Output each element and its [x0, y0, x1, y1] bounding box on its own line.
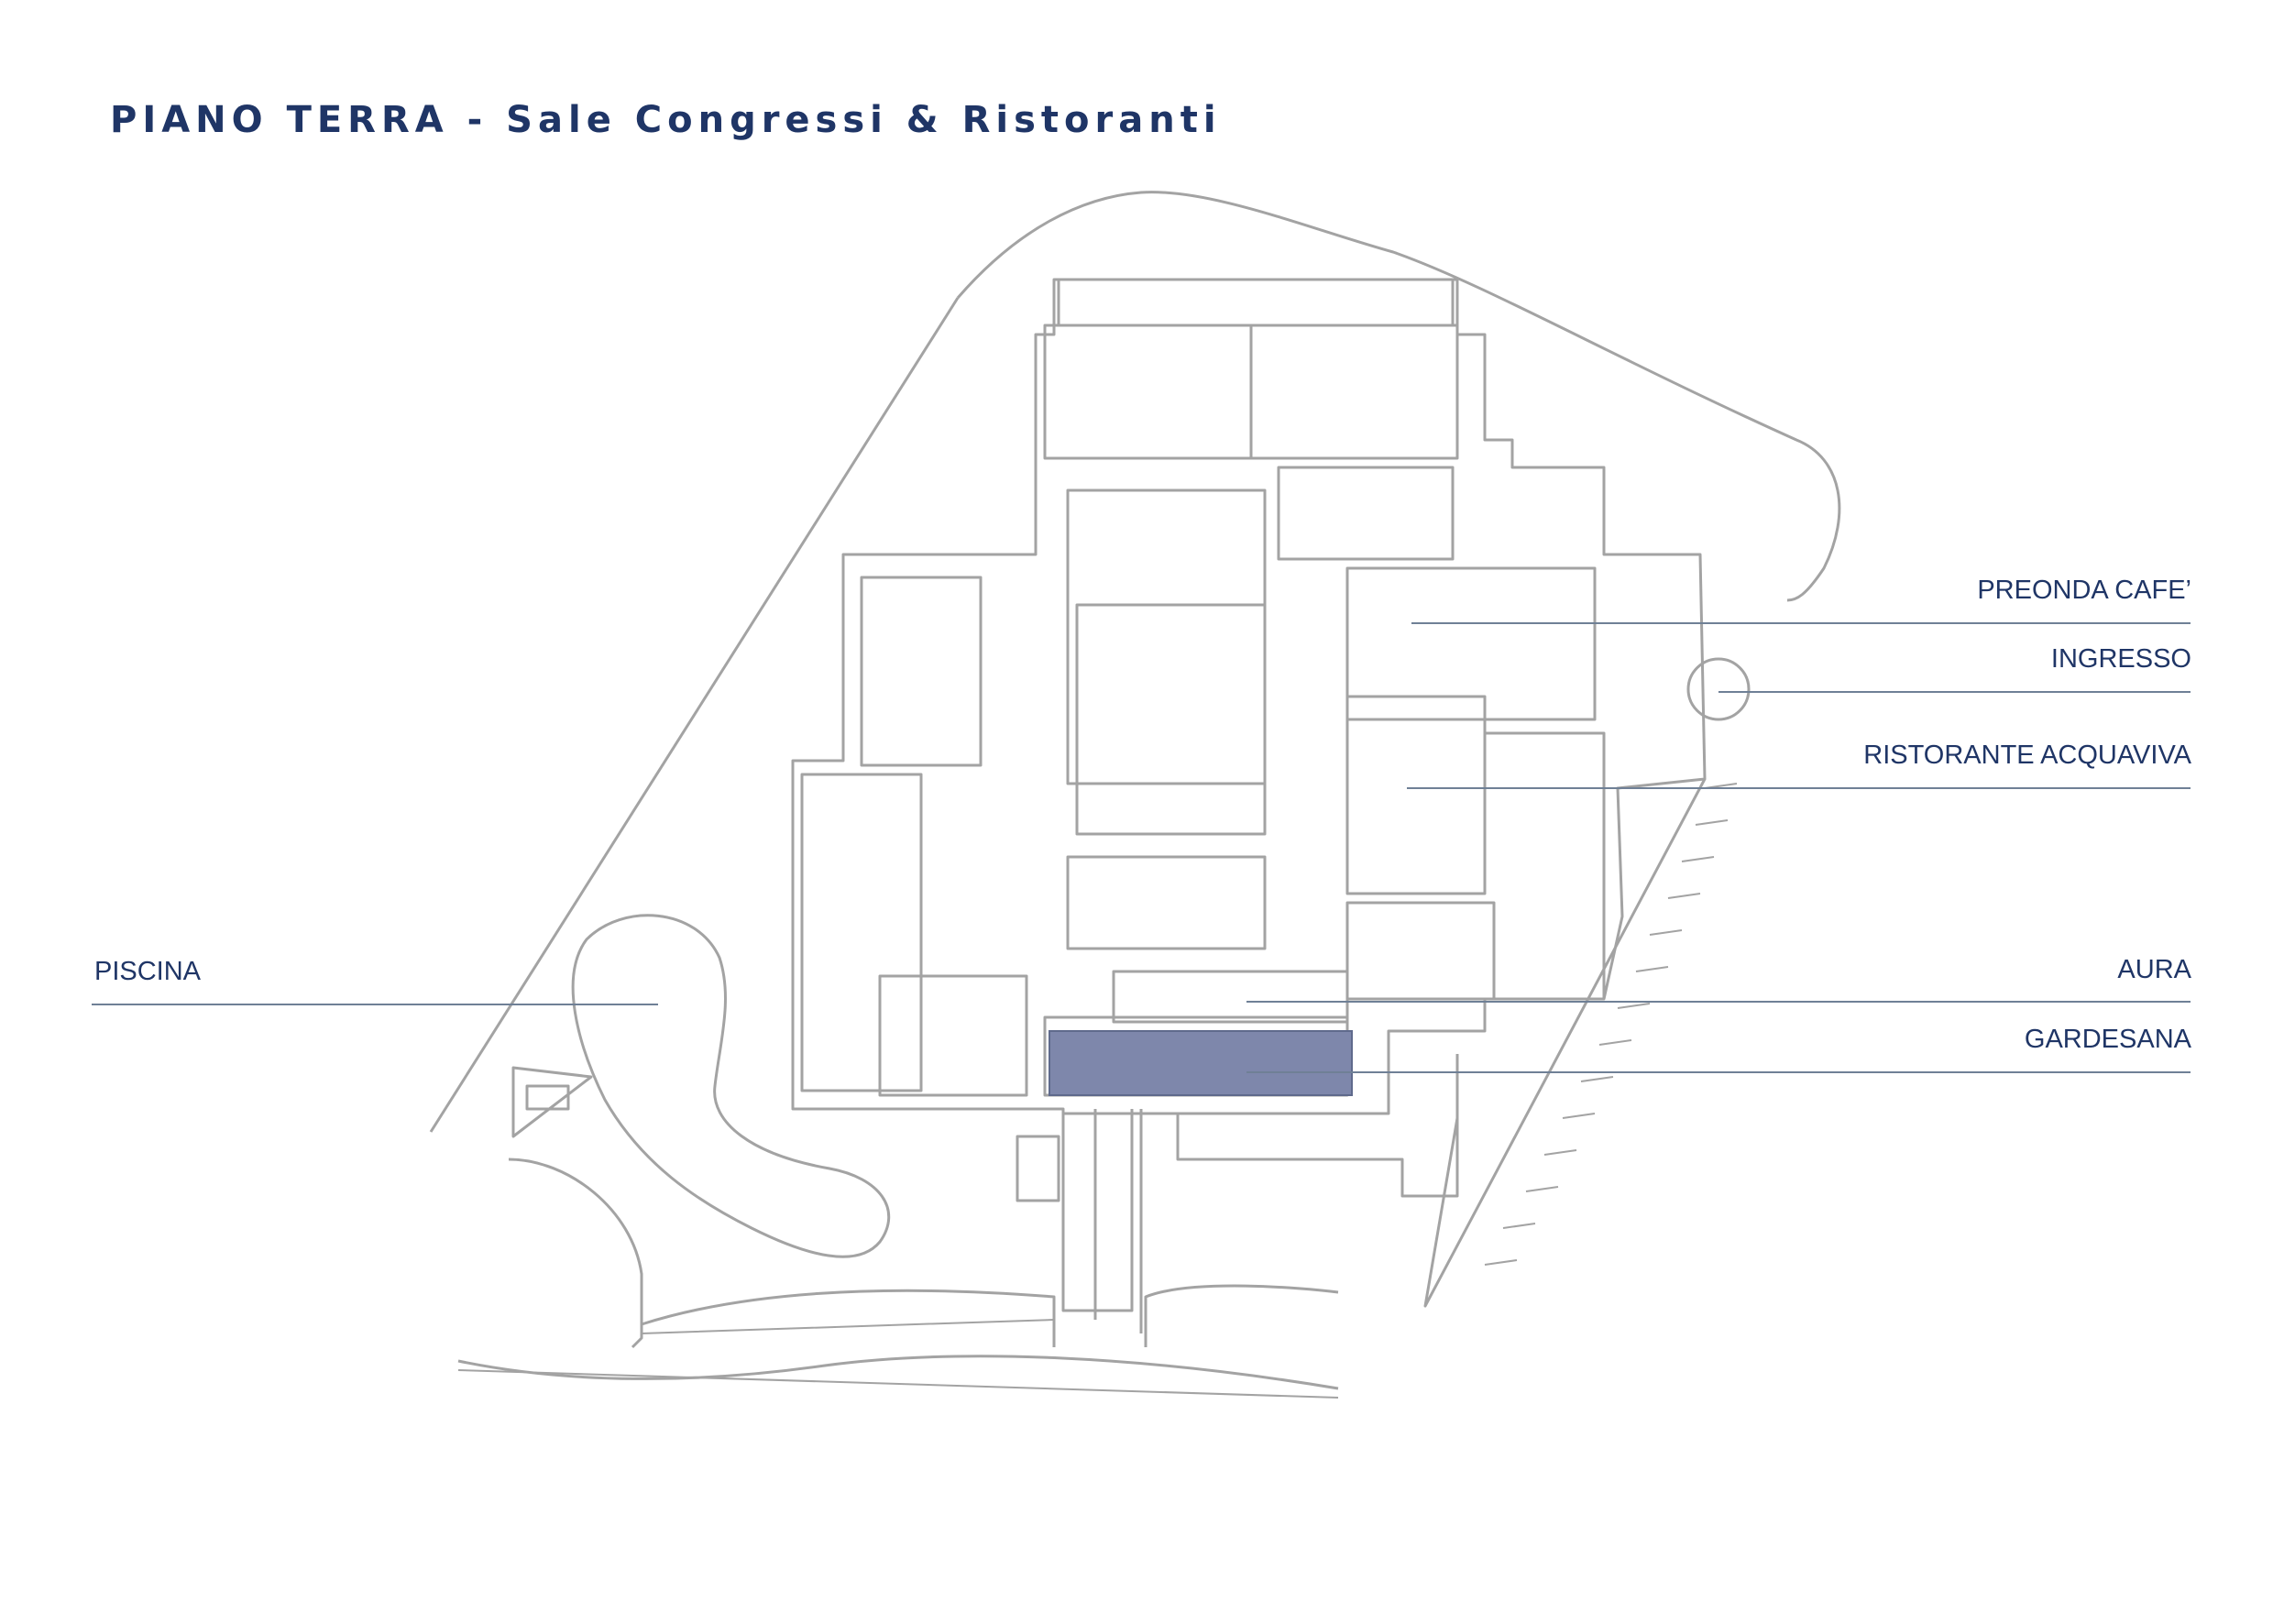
terrace-curve-west — [508, 1158, 643, 1349]
south-ramp — [1061, 1109, 1134, 1312]
ingresso-label: INGRESSO — [2050, 644, 2191, 674]
southwest-bungalow — [511, 1066, 593, 1138]
page-title: PIANO TERRA - Sale Congressi & Ristorant… — [110, 99, 1222, 141]
south-kiosk — [1016, 1135, 1060, 1202]
preonda-cafe-label: PREONDA CAFE’ — [1977, 576, 2191, 605]
terrace-wave-north — [641, 1284, 1339, 1347]
piscina-label: PISCINA — [94, 957, 202, 986]
pool-shape — [571, 914, 891, 1258]
building-main-outline — [791, 278, 1707, 1115]
central-hall — [1112, 970, 1349, 1024]
southwest-rooms — [878, 974, 1028, 1097]
bungalow-inner — [525, 1084, 570, 1111]
north-strip — [1057, 278, 1455, 327]
north-room-block-b — [1249, 324, 1459, 460]
acquaviva-block — [1345, 695, 1487, 895]
north-room-block-a — [1043, 324, 1253, 460]
aura-hall — [1345, 901, 1496, 1001]
east-ramp-hatching — [1484, 783, 1738, 1266]
preonda-block — [1345, 566, 1597, 721]
courtyard-south — [1066, 855, 1267, 950]
gardesana-highlight — [1049, 1030, 1353, 1096]
gardesana-label: GARDESANA — [2024, 1025, 2191, 1054]
west-wing-upper — [860, 576, 983, 767]
south-terrace — [1176, 1054, 1459, 1198]
aura-label: AURA — [2117, 955, 2191, 984]
terrace-wave-south — [457, 1355, 1339, 1390]
east-side-rooms — [1485, 731, 1606, 999]
site-east-edge — [1423, 778, 1707, 1308]
courtyard-inner — [1075, 603, 1267, 836]
site-west-edge — [429, 297, 960, 1133]
courtyard — [1066, 488, 1267, 785]
site-boundary — [956, 191, 1841, 602]
ingresso-circle — [1686, 657, 1751, 721]
south-terrace-hatching — [457, 1319, 1339, 1399]
west-wing-lower — [800, 773, 923, 1092]
ristorante-acquaviva-label: RISTORANTE ACQUAVIVA — [1863, 741, 2191, 770]
courtyard-east — [1277, 466, 1455, 561]
